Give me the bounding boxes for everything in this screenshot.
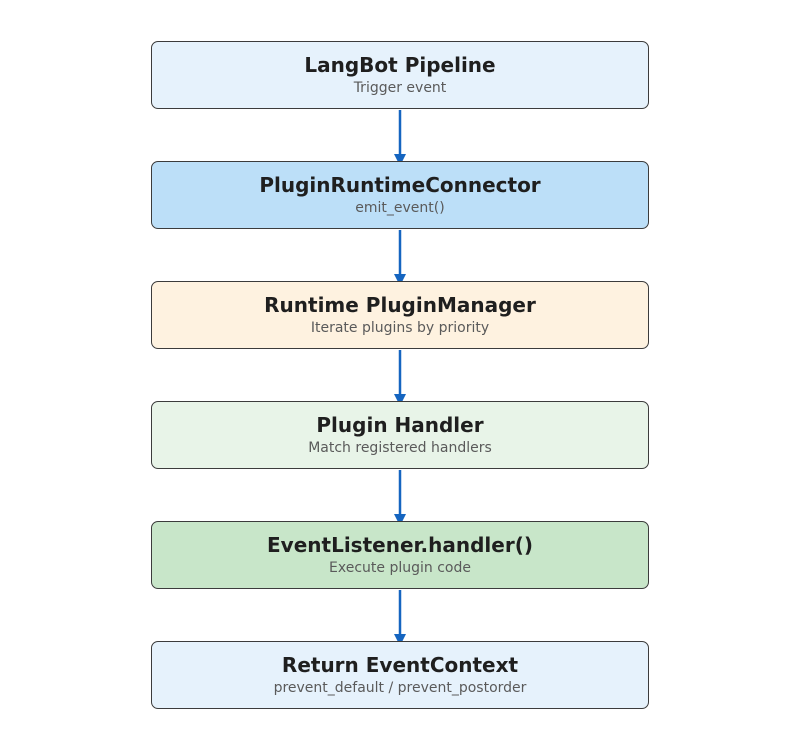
node-runtime-plugin-manager: Runtime PluginManager Iterate plugins by… xyxy=(151,281,649,349)
node-title: EventListener.handler() xyxy=(267,533,533,557)
node-title: Runtime PluginManager xyxy=(264,293,536,317)
node-title: PluginRuntimeConnector xyxy=(259,173,541,197)
node-langbot-pipeline: LangBot Pipeline Trigger event xyxy=(151,41,649,109)
node-subtitle: Iterate plugins by priority xyxy=(310,320,490,336)
node-subtitle: prevent_default / prevent_postorder xyxy=(273,680,527,696)
node-subtitle: emit_event() xyxy=(355,200,445,216)
node-title: Return EventContext xyxy=(281,653,519,677)
node-title: Plugin Handler xyxy=(316,413,484,437)
node-plugin-runtime-connector: PluginRuntimeConnector emit_event() xyxy=(151,161,649,229)
node-plugin-handler: Plugin Handler Match registered handlers xyxy=(151,401,649,469)
node-title: LangBot Pipeline xyxy=(304,53,496,77)
node-subtitle: Trigger event xyxy=(353,80,447,96)
node-subtitle: Match registered handlers xyxy=(308,440,492,456)
node-return-event-context: Return EventContext prevent_default / pr… xyxy=(151,641,649,709)
node-subtitle: Execute plugin code xyxy=(329,560,471,576)
node-event-listener-handler: EventListener.handler() Execute plugin c… xyxy=(151,521,649,589)
